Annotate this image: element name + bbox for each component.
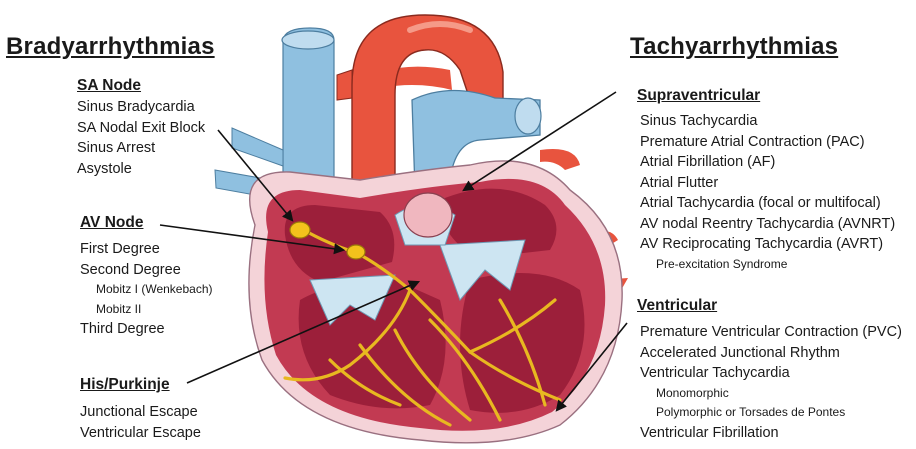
list-item: Atrial Flutter	[640, 173, 895, 194]
sa-node-title: SA Node	[77, 77, 141, 95]
ventricular-list: Premature Ventricular Contraction (PVC) …	[640, 322, 902, 443]
list-item: AV nodal Reentry Tachycardia (AVNRT)	[640, 214, 895, 235]
list-item: AV Reciprocating Tachycardia (AVRT)	[640, 234, 895, 255]
list-item: Sinus Tachycardia	[640, 111, 895, 132]
list-item: Asystole	[77, 159, 205, 180]
list-item: Sinus Arrest	[77, 138, 205, 159]
sa-node-list: Sinus Bradycardia SA Nodal Exit Block Si…	[77, 97, 205, 179]
list-item: Sinus Bradycardia	[77, 97, 205, 118]
his-purkinje-title: His/Purkinje	[80, 376, 170, 394]
av-node-marker	[347, 245, 365, 259]
list-item: Monomorphic	[640, 384, 902, 404]
list-item: Ventricular Tachycardia	[640, 363, 902, 384]
tachyarrhythmias-heading: Tachyarrhythmias	[630, 33, 838, 61]
list-item: Premature Atrial Contraction (PAC)	[640, 132, 895, 153]
list-item: Mobitz I (Wenkebach)	[80, 280, 213, 300]
av-node-list: First Degree Second Degree Mobitz I (Wen…	[80, 239, 213, 340]
list-item: Atrial Tachycardia (focal or multifocal)	[640, 193, 895, 214]
list-item: Ventricular Fibrillation	[640, 423, 902, 444]
supraventricular-title: Supraventricular	[637, 87, 760, 105]
list-item: First Degree	[80, 239, 213, 260]
his-purkinje-list: Junctional Escape Ventricular Escape	[80, 402, 201, 443]
ventricular-title: Ventricular	[637, 297, 717, 315]
list-item: Third Degree	[80, 319, 213, 340]
list-item: Second Degree	[80, 260, 213, 281]
list-item: Atrial Fibrillation (AF)	[640, 152, 895, 173]
sa-node-marker	[290, 222, 310, 238]
list-item: SA Nodal Exit Block	[77, 118, 205, 139]
list-item: Premature Ventricular Contraction (PVC)	[640, 322, 902, 343]
bradyarrhythmias-heading: Bradyarrhythmias	[6, 33, 215, 61]
list-item: Mobitz II	[80, 300, 213, 320]
list-item: Pre-excitation Syndrome	[640, 255, 895, 275]
av-node-title: AV Node	[80, 214, 143, 232]
supraventricular-list: Sinus Tachycardia Premature Atrial Contr…	[640, 111, 895, 274]
list-item: Junctional Escape	[80, 402, 201, 423]
list-item: Ventricular Escape	[80, 423, 201, 444]
list-item: Polymorphic or Torsades de Pontes	[640, 403, 902, 423]
list-item: Accelerated Junctional Rhythm	[640, 343, 902, 364]
